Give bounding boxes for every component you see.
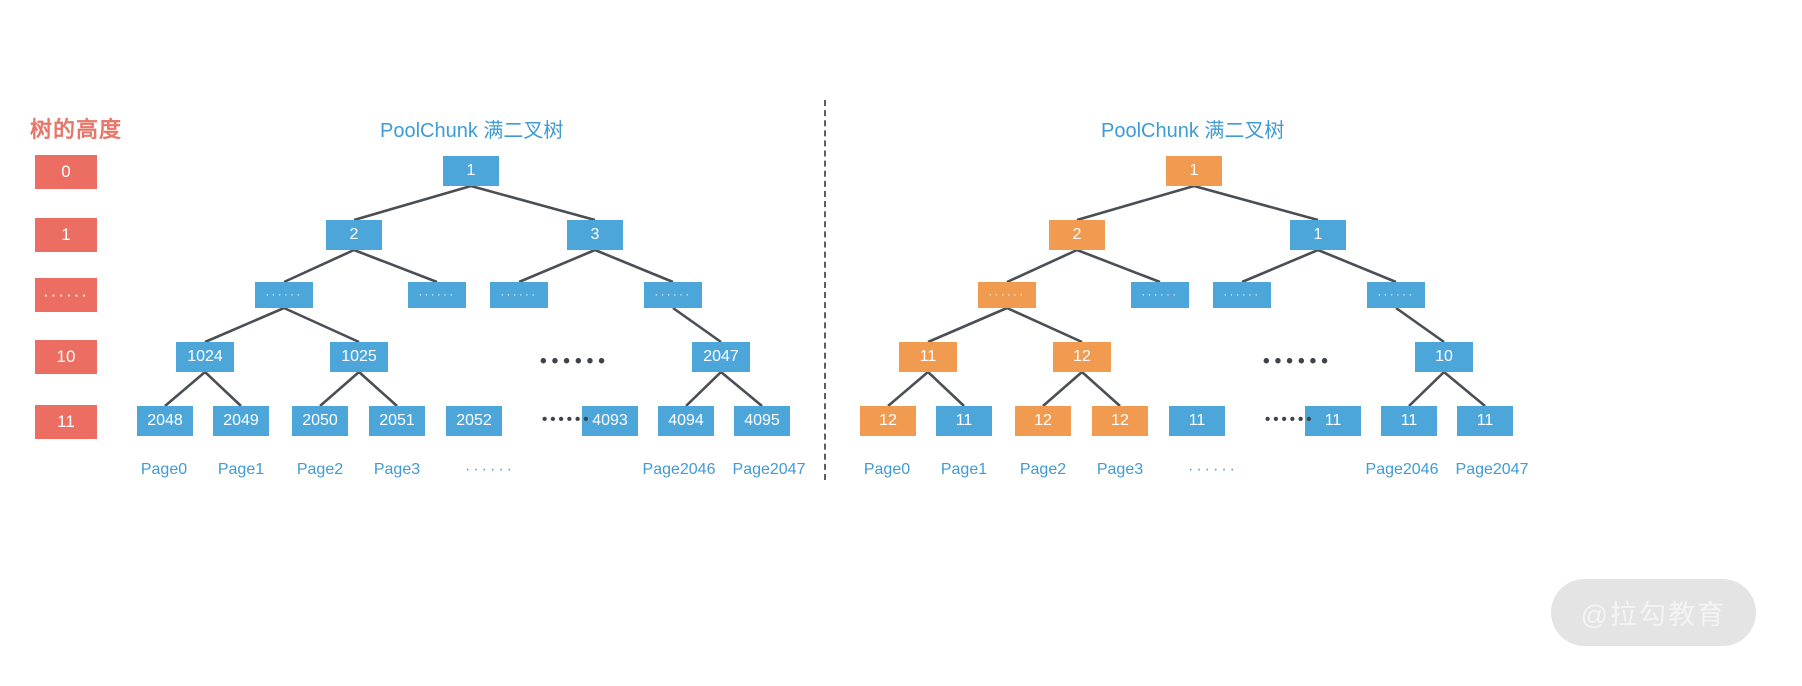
page-label-right-3: Page3: [1096, 461, 1144, 478]
height-chip-4: 11: [35, 405, 97, 439]
edge-right-1-0-1: [1076, 248, 1161, 284]
edge-right-3-1-2: [1042, 371, 1083, 407]
edge-left-1-0-0: [283, 248, 355, 284]
row-ellipsis-left-d3-0: ••••••: [540, 351, 610, 372]
tree-node-left-d4-4[interactable]: 2052: [446, 406, 502, 436]
page-label-left-2: Page2: [296, 461, 344, 478]
row-ellipsis-right-d4-0: ••••••: [1265, 411, 1315, 428]
height-chip-1: 1: [35, 218, 97, 252]
page-label-left-1: Page1: [217, 461, 265, 478]
page-label-left-6: Page2047: [732, 461, 806, 478]
tree-node-right-d3-0[interactable]: 11: [899, 342, 957, 372]
page-label-right-0: Page0: [863, 461, 911, 478]
edge-right-3-1-3: [1081, 371, 1121, 407]
page-label-left-3: Page3: [373, 461, 421, 478]
edge-left-3-0-1: [204, 371, 242, 407]
tree-node-right-d2-2[interactable]: ······: [1213, 282, 1271, 308]
tree-node-left-d3-1[interactable]: 1025: [330, 342, 388, 372]
tree-node-right-d4-7[interactable]: 11: [1457, 406, 1513, 436]
tree-node-right-d4-6[interactable]: 11: [1381, 406, 1437, 436]
edge-right-3-0-0: [887, 371, 929, 407]
edge-right-1-1-2: [1241, 248, 1319, 284]
panel-title-right: PoolChunk 满二叉树: [1101, 120, 1285, 142]
edge-left-0-0-0: [353, 184, 472, 222]
height-chip-3: 10: [35, 340, 97, 374]
page-label-right-5: Page2046: [1365, 461, 1439, 478]
tree-node-right-d3-2[interactable]: 10: [1415, 342, 1473, 372]
panel-title-left: PoolChunk 满二叉树: [380, 120, 564, 142]
page-label-ellipsis-right-4: ······: [1188, 461, 1238, 478]
tree-node-right-d4-3[interactable]: 12: [1092, 406, 1148, 436]
row-ellipsis-left-d4-0: ••••••: [542, 411, 592, 428]
edge-right-3-0-1: [927, 371, 965, 407]
edge-right-3-2-7: [1443, 370, 1486, 408]
height-legend-title: 树的高度: [30, 117, 123, 142]
tree-node-left-d2-1[interactable]: ······: [408, 282, 466, 308]
edge-right-0-0-1: [1193, 184, 1319, 222]
edge-left-1-1-3: [594, 248, 674, 284]
page-label-right-6: Page2047: [1455, 461, 1529, 478]
tree-node-left-d4-3[interactable]: 2051: [369, 406, 425, 436]
panel-divider: [824, 100, 826, 480]
tree-node-left-d4-7[interactable]: 4095: [734, 406, 790, 436]
tree-node-right-d4-0[interactable]: 12: [860, 406, 916, 436]
tree-node-left-d2-0[interactable]: ······: [255, 282, 313, 308]
edge-right-1-1-3: [1317, 248, 1397, 284]
edge-right-2-0-0: [927, 306, 1008, 344]
edge-left-3-1-3: [358, 371, 398, 407]
tree-node-left-d0-0[interactable]: 1: [443, 156, 499, 186]
tree-node-left-d4-5[interactable]: 4093: [582, 406, 638, 436]
height-chip-2: ······: [35, 278, 97, 312]
page-label-right-1: Page1: [940, 461, 988, 478]
tree-node-right-d1-0[interactable]: 2: [1049, 220, 1105, 250]
edge-left-2-3-2: [672, 306, 722, 344]
page-label-left-0: Page0: [140, 461, 188, 478]
edge-left-3-2-6: [685, 371, 722, 407]
tree-node-right-d4-5[interactable]: 11: [1305, 406, 1361, 436]
edge-left-1-1-2: [518, 248, 596, 284]
edge-right-2-0-1: [1006, 306, 1083, 344]
edge-right-1-0-0: [1006, 248, 1078, 284]
edge-left-2-0-0: [204, 306, 285, 344]
height-chip-0: 0: [35, 155, 97, 189]
edge-right-2-3-2: [1395, 306, 1445, 344]
edge-left-3-1-2: [319, 371, 360, 407]
edge-right-0-0-0: [1076, 184, 1195, 222]
edge-left-3-0-0: [164, 371, 206, 407]
tree-node-left-d2-3[interactable]: ······: [644, 282, 702, 308]
tree-node-right-d2-3[interactable]: ······: [1367, 282, 1425, 308]
tree-node-right-d2-1[interactable]: ······: [1131, 282, 1189, 308]
edge-left-1-0-1: [353, 248, 438, 284]
tree-node-right-d1-1[interactable]: 1: [1290, 220, 1346, 250]
edge-left-2-0-1: [283, 306, 360, 344]
tree-node-right-d3-1[interactable]: 12: [1053, 342, 1111, 372]
watermark: @拉勾教育: [1550, 579, 1756, 646]
tree-node-right-d0-0[interactable]: 1: [1166, 156, 1222, 186]
tree-node-left-d4-1[interactable]: 2049: [213, 406, 269, 436]
row-ellipsis-right-d3-0: ••••••: [1263, 351, 1333, 372]
tree-node-left-d1-0[interactable]: 2: [326, 220, 382, 250]
tree-node-left-d3-2[interactable]: 2047: [692, 342, 750, 372]
tree-node-left-d4-6[interactable]: 4094: [658, 406, 714, 436]
page-label-left-5: Page2046: [642, 461, 716, 478]
edge-left-3-2-7: [720, 370, 763, 408]
tree-node-left-d2-2[interactable]: ······: [490, 282, 548, 308]
tree-node-left-d3-0[interactable]: 1024: [176, 342, 234, 372]
page-label-right-2: Page2: [1019, 461, 1067, 478]
tree-node-right-d4-4[interactable]: 11: [1169, 406, 1225, 436]
edge-right-3-2-6: [1408, 371, 1445, 407]
page-label-ellipsis-left-4: ······: [465, 461, 515, 478]
tree-node-right-d2-0[interactable]: ······: [978, 282, 1036, 308]
tree-node-left-d1-1[interactable]: 3: [567, 220, 623, 250]
tree-node-left-d4-2[interactable]: 2050: [292, 406, 348, 436]
tree-node-right-d4-1[interactable]: 11: [936, 406, 992, 436]
tree-node-right-d4-2[interactable]: 12: [1015, 406, 1071, 436]
tree-node-left-d4-0[interactable]: 2048: [137, 406, 193, 436]
edge-left-0-0-1: [470, 184, 596, 222]
